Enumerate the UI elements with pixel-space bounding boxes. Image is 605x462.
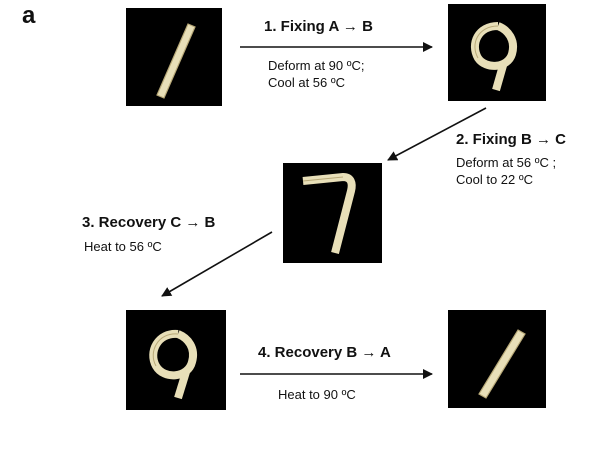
panel-label: a xyxy=(22,2,36,29)
coiled-strip-icon xyxy=(149,329,197,400)
photo-shape-b-recovered xyxy=(126,310,226,410)
step-2-title: 2. Fixing B → C xyxy=(456,131,567,148)
bent-strip-icon xyxy=(302,172,356,254)
step-2-line-1: Deform at 56 ºC ; xyxy=(456,155,557,170)
step-1-line-2: Cool at 56 ºC xyxy=(268,75,346,90)
photo-shape-a-recovered xyxy=(448,310,546,408)
step-1-line-1: Deform at 90 ºC; xyxy=(268,58,365,73)
step-2-line-2: Cool to 22 ºC xyxy=(456,172,534,187)
straight-strip-icon xyxy=(478,329,526,399)
photo-shape-c xyxy=(283,163,382,263)
step-3-title: 3. Recovery C → B xyxy=(82,214,216,231)
step-3-description: Heat to 56 ºC xyxy=(84,238,162,255)
step-2-description: Deform at 56 ºC ; Cool to 22 ºC xyxy=(456,154,556,188)
coiled-strip-icon xyxy=(470,22,517,92)
photo-shape-b xyxy=(448,4,546,101)
step-4-line-1: Heat to 90 ºC xyxy=(278,387,356,402)
step-3-line-1: Heat to 56 ºC xyxy=(84,239,162,254)
photo-shape-a xyxy=(126,8,222,106)
step-1-description: Deform at 90 ºC; Cool at 56 ºC xyxy=(268,57,365,91)
step-4-description: Heat to 90 ºC xyxy=(278,386,356,403)
step-4-title: 4. Recovery B → A xyxy=(258,344,391,361)
step-1-title: 1. Fixing A → B xyxy=(264,18,373,35)
straight-strip-icon xyxy=(156,23,196,99)
arrow-step-3 xyxy=(161,231,273,297)
